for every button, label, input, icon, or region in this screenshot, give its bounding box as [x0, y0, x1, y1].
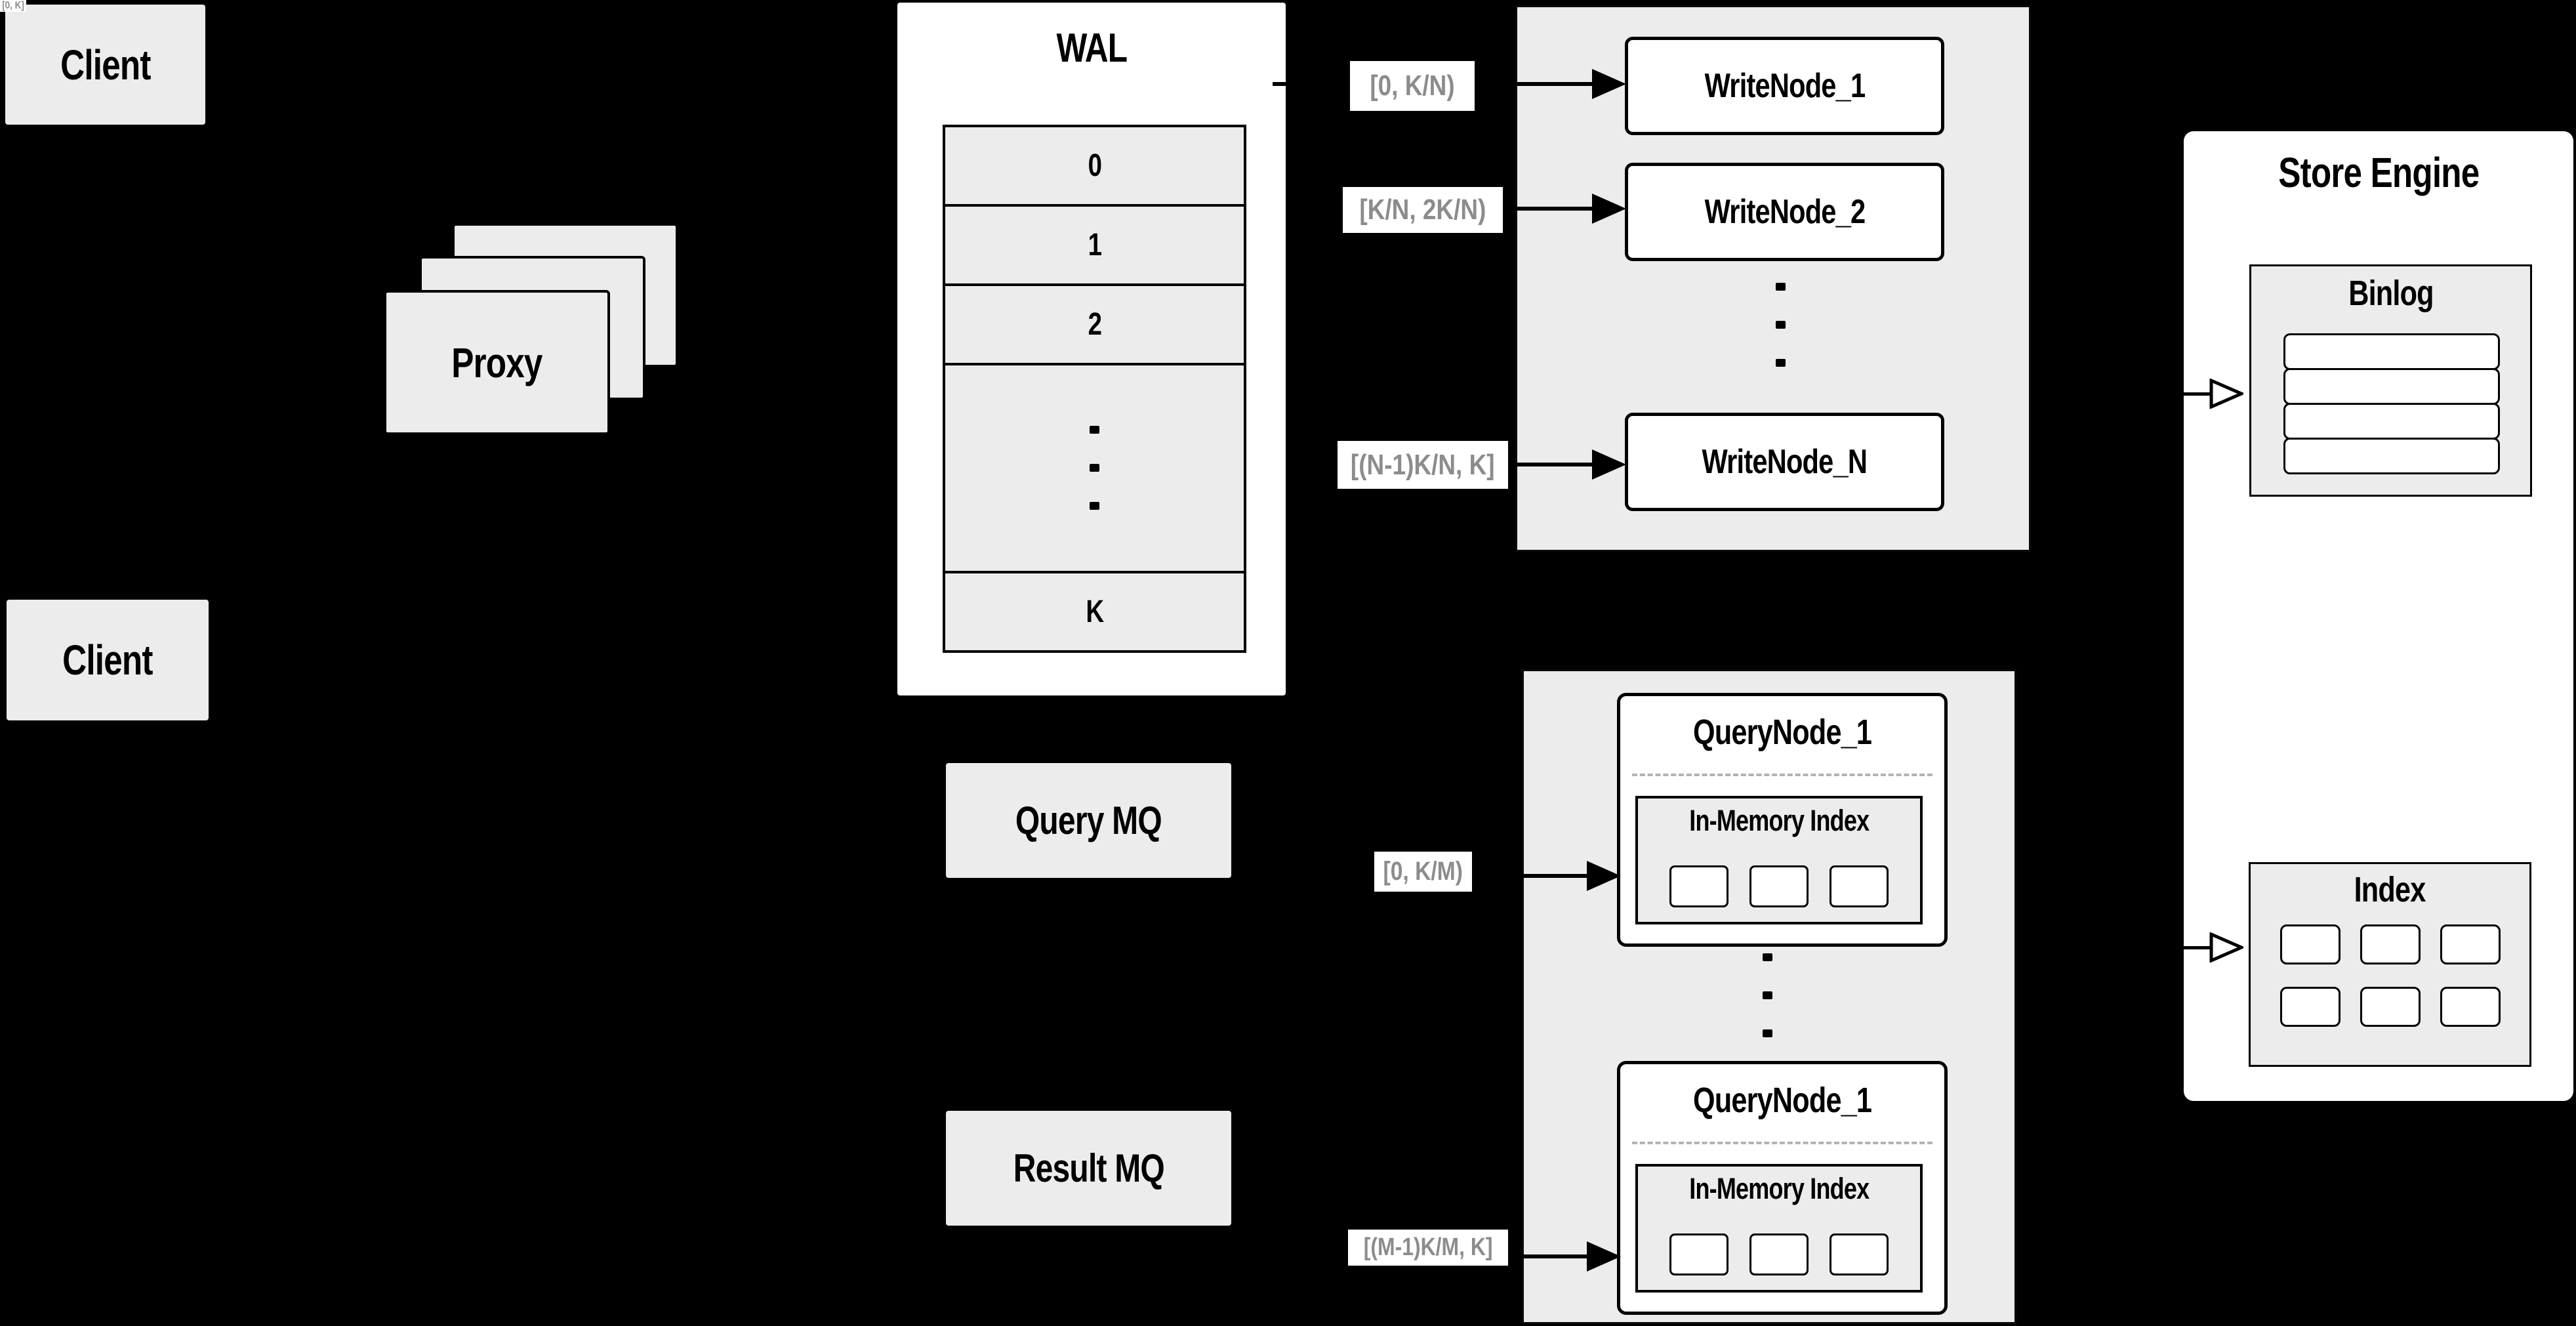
range-label-proxy: [0, K] — [0, 0, 26, 12]
index-segment — [1830, 1233, 1889, 1275]
query-node-2-title: QueryNode_1 — [1692, 1081, 1872, 1120]
in-memory-index-segments — [1638, 1233, 1920, 1275]
write-node-2-label: WriteNode_2 — [1704, 193, 1866, 231]
wal-ellipsis-row — [945, 365, 1244, 573]
index-segment — [1669, 865, 1728, 907]
range-label-writenode-1: [0, K/N) — [1350, 61, 1475, 111]
in-memory-index-box: In-Memory Index — [1635, 796, 1923, 924]
arrowhead-icon — [1587, 861, 1621, 891]
query-node-1-title: QueryNode_1 — [1692, 713, 1872, 752]
vertical-ellipsis-icon — [1089, 426, 1099, 510]
proxy-label: Proxy — [451, 339, 542, 386]
arrow-to-index — [2182, 946, 2215, 949]
wal-slot-table: 0 1 2 K — [943, 125, 1246, 653]
index-segment — [2280, 924, 2341, 964]
write-node-n-label: WriteNode_N — [1702, 443, 1868, 481]
index-segment — [2360, 924, 2421, 964]
query-node-cluster: QueryNode_1 In-Memory Index QueryNode_1 … — [1522, 669, 2016, 1324]
open-arrowhead-icon — [2209, 932, 2243, 963]
range-label-querynode-1: [0, K/M) — [1374, 852, 1472, 892]
arrow-to-binlog — [2182, 392, 2215, 396]
index-box: Index — [2249, 862, 2531, 1067]
in-memory-index-title: In-Memory Index — [1688, 804, 1870, 837]
binlog-title: Binlog — [2348, 274, 2434, 313]
arrow-to-querynode-2 — [1508, 1254, 1590, 1258]
binlog-box: Binlog — [2249, 264, 2532, 497]
wal-slot-row: K — [945, 573, 1244, 650]
result-mq-node: Result MQ — [946, 1111, 1231, 1226]
result-mq-label: Result MQ — [1013, 1146, 1164, 1190]
wal-panel: WAL 0 1 2 K — [897, 3, 1286, 695]
binlog-segment — [2283, 438, 2500, 474]
query-node-2: QueryNode_1 In-Memory Index — [1617, 1061, 1948, 1315]
query-mq-node: Query MQ — [946, 763, 1231, 878]
write-node-2: WriteNode_2 — [1625, 163, 1944, 261]
wal-title: WAL — [1056, 26, 1128, 71]
binlog-segment — [2283, 368, 2500, 405]
range-label-querynode-2: [(M-1)K/M, K] — [1348, 1230, 1508, 1266]
write-node-n: WriteNode_N — [1625, 413, 1944, 511]
in-memory-index-segments — [1638, 865, 1920, 907]
index-segment — [1830, 865, 1889, 907]
arrow-to-querynode-1 — [1472, 874, 1590, 878]
client-bottom-label: Client — [62, 636, 153, 684]
vertical-ellipsis-icon — [1763, 953, 1772, 1037]
index-segment — [1749, 865, 1809, 907]
proxy-node: Proxy — [384, 290, 610, 435]
query-mq-label: Query MQ — [1015, 798, 1162, 842]
dashed-divider — [1632, 774, 1932, 776]
client-top-label: Client — [60, 41, 151, 89]
binlog-segment — [2283, 403, 2500, 440]
in-memory-index-box: In-Memory Index — [1635, 1164, 1923, 1293]
arrowhead-icon — [1587, 1241, 1621, 1272]
arrowhead-icon — [1592, 449, 1626, 480]
index-segment — [2440, 987, 2501, 1027]
query-node-1: QueryNode_1 In-Memory Index — [1617, 693, 1948, 947]
write-node-1: WriteNode_1 — [1625, 37, 1944, 135]
range-label-proxy-text: [0, K] — [2, 0, 24, 11]
index-title: Index — [2354, 870, 2426, 909]
binlog-segments — [2283, 333, 2500, 474]
index-segments — [2251, 924, 2529, 1027]
arrowhead-icon — [1592, 69, 1626, 99]
index-segment — [1749, 1233, 1809, 1275]
range-label-writenode-n: [(N-1)K/N, K] — [1338, 441, 1508, 489]
vertical-ellipsis-icon — [1776, 283, 1786, 367]
wal-slot-row: 2 — [945, 286, 1244, 365]
client-node-top: Client — [5, 5, 205, 125]
index-segment — [2360, 987, 2421, 1027]
index-segment — [2440, 924, 2501, 964]
write-node-1-label: WriteNode_1 — [1704, 67, 1866, 105]
store-engine-panel: Store Engine Binlog Index — [2182, 129, 2575, 1103]
arrowhead-icon — [1592, 194, 1626, 224]
range-label-writenode-2: [K/N, 2K/N) — [1343, 187, 1503, 233]
wal-slot-row: 1 — [945, 207, 1244, 286]
open-arrowhead-icon — [2209, 379, 2243, 409]
wal-slot-row: 0 — [945, 127, 1244, 207]
in-memory-index-title: In-Memory Index — [1688, 1172, 1870, 1205]
store-engine-title: Store Engine — [2278, 149, 2480, 196]
client-node-bottom: Client — [7, 600, 209, 720]
index-segment — [1669, 1233, 1728, 1275]
dashed-divider — [1632, 1142, 1932, 1144]
binlog-segment — [2283, 333, 2500, 370]
index-segment — [2280, 987, 2341, 1027]
